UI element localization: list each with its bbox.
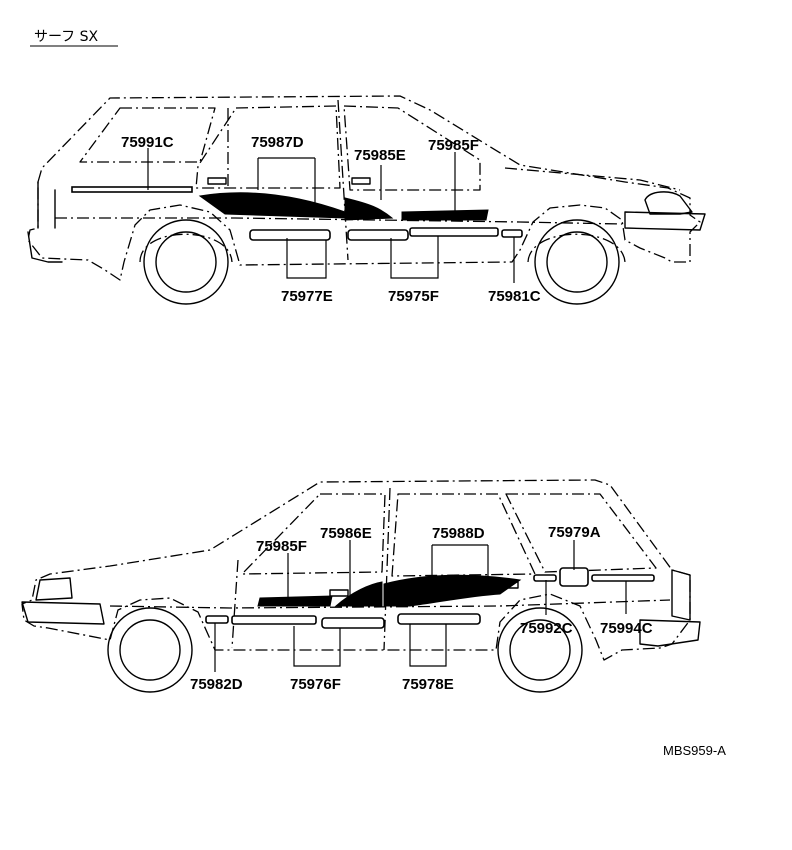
top-front-arch [527, 233, 626, 263]
label-75975F: 75975F [388, 288, 439, 305]
top-part-fender-moulding [409, 227, 499, 237]
top-rear-arch [139, 233, 233, 263]
bottom-part-front-fender-moulding [205, 615, 229, 624]
top-part-front-door-moulding [347, 229, 409, 241]
label-75985E: 75985E [354, 147, 406, 164]
bottom-rear-panel [671, 569, 691, 621]
top-car: 75991C 75987D 75985E 75985F 75977E 75975… [27, 95, 706, 305]
label-75985F-b: 75985F [256, 538, 307, 555]
bottom-rear-door-window [391, 493, 536, 577]
bottom-rear-quarter-window [505, 493, 657, 573]
lead-75977E [286, 238, 327, 279]
bottom-front-bumper [21, 601, 105, 625]
bottom-part-rear-stripe [383, 574, 522, 607]
top-rear-wheel [143, 219, 229, 305]
model-title: サーフ SX [34, 29, 98, 45]
bottom-front-wheel [107, 607, 193, 693]
bottom-rear-wheel [497, 607, 583, 693]
top-rear-window [79, 107, 216, 163]
figure-code: MBS959-A [663, 743, 726, 758]
top-front-bumper [624, 211, 706, 231]
lead-75988D [431, 544, 489, 582]
label-75977E: 75977E [281, 288, 333, 305]
bottom-rear-bumper [639, 619, 701, 647]
top-rear-wheel-rim [155, 231, 217, 293]
lead-75978E [409, 624, 447, 667]
top-b-pillar [337, 99, 349, 261]
bottom-part-front-stripe [334, 581, 383, 607]
top-rear-door-window [195, 105, 341, 189]
top-character-line [55, 217, 623, 225]
top-rear-handle [207, 177, 227, 185]
label-75991C: 75991C [121, 134, 174, 151]
bottom-front-door-window [241, 493, 386, 575]
bottom-part-front-door-moulding [321, 617, 385, 629]
lead-75976F [293, 626, 341, 667]
label-75982D: 75982D [190, 676, 243, 693]
bottom-front-handle [329, 589, 349, 597]
bottom-car: 75985F 75986E 75988D 75979A 75992C 75994… [21, 479, 701, 693]
label-75981C: 75981C [488, 288, 541, 305]
top-front-handle [351, 177, 371, 185]
lead-75987D [257, 157, 316, 205]
bottom-rear-wheel-rim [509, 619, 571, 681]
top-part-rear-door-moulding [249, 229, 331, 241]
bottom-front-wheel-rim [119, 619, 181, 681]
label-75978E: 75978E [402, 676, 454, 693]
bottom-body-outline [21, 479, 691, 661]
bottom-part-surf-emblem [257, 595, 333, 607]
top-rear-panel [37, 181, 56, 229]
label-75987D: 75987D [251, 134, 304, 151]
bottom-character-line [109, 599, 671, 609]
bottom-front-door-edge [231, 559, 239, 649]
bottom-headlight [35, 577, 73, 601]
top-rear-bumper [27, 231, 63, 263]
label-75992C: 75992C [520, 620, 573, 637]
top-front-wheel [534, 219, 620, 305]
bottom-part-quarter-small [533, 574, 557, 582]
top-part-rear-quarter-moulding [71, 186, 193, 193]
label-75985F: 75985F [428, 137, 479, 154]
top-part-rear-stripe [198, 192, 346, 219]
top-part-surf-emblem [401, 209, 489, 221]
lead-75975F [390, 236, 439, 279]
label-75986E: 75986E [320, 525, 372, 542]
top-part-front-stripe [344, 197, 394, 221]
bottom-part-quarter-moulding [591, 574, 655, 582]
top-part-front-fender-moulding [501, 229, 523, 238]
bottom-part-fuel-lid [559, 567, 589, 587]
label-75994C: 75994C [600, 620, 653, 637]
top-hood-line [504, 167, 681, 191]
label-75979A: 75979A [548, 524, 601, 541]
label-75988D: 75988D [432, 525, 485, 542]
bottom-part-rear-door-moulding [397, 613, 481, 625]
top-front-wheel-rim [546, 231, 608, 293]
top-front-door-window [343, 105, 481, 191]
bottom-b-pillar [383, 487, 391, 651]
label-75976F: 75976F [290, 676, 341, 693]
bottom-part-fender-moulding [231, 615, 317, 625]
top-body-outline [27, 95, 701, 281]
